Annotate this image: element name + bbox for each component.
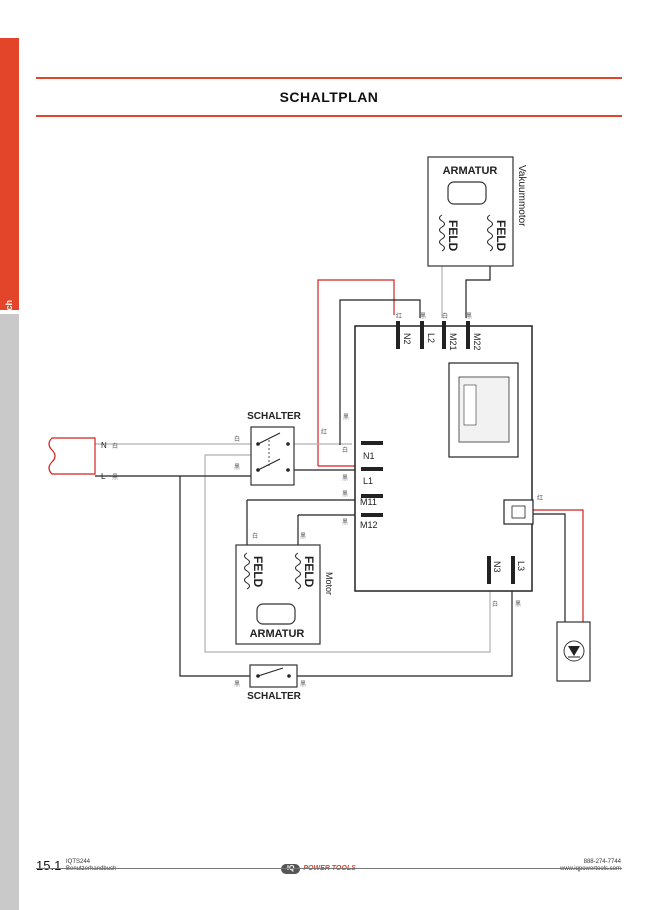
page-title: SCHALTPLAN — [279, 89, 379, 105]
wire-color-tag: 黑 — [342, 519, 348, 526]
chip-marking — [463, 384, 477, 426]
black-wire-l2 — [339, 299, 421, 445]
switch-top-label: SCHALTER — [247, 411, 301, 422]
header-rule-bottom — [36, 115, 622, 117]
switch-bottom-label: SCHALTER — [247, 691, 301, 702]
grey-wire-n3 — [204, 454, 491, 653]
wire-color-tag: 白 — [342, 446, 348, 454]
red-wire-indicator — [533, 509, 584, 622]
main-field-coil-left — [244, 552, 250, 590]
terminal-m12-label: M12 — [360, 520, 378, 530]
wire-color-tag: 黑 — [112, 474, 118, 481]
switch-top-box — [250, 426, 295, 486]
switch-lever — [257, 432, 281, 445]
red-wire-n2 — [317, 279, 395, 466]
black-wire-lower-switch — [179, 476, 250, 677]
main-field-right-label: FELD — [302, 556, 316, 588]
vacuum-field-right-label: FELD — [494, 220, 508, 252]
switch-contact — [286, 442, 290, 446]
main-armature-label: ARMATUR — [250, 628, 305, 640]
vacuum-field-coil-left — [439, 214, 445, 252]
indicator-connector-socket — [511, 505, 526, 519]
black-wire-indicator — [533, 513, 566, 622]
sidebar-strip — [0, 314, 19, 910]
wire-color-tag: 黑 — [466, 313, 472, 320]
terminal-n2-bar — [396, 321, 400, 349]
power-cord — [48, 437, 96, 475]
wire-color-tag: 白 — [234, 435, 240, 443]
switch-contact — [287, 674, 291, 678]
vacuum-armature-icon — [447, 181, 487, 205]
neutral-label: N — [101, 441, 107, 450]
terminal-l3-bar — [511, 556, 515, 584]
indicator-diode — [568, 646, 580, 656]
vacuum-armature-label: ARMATUR — [443, 165, 498, 177]
wire-color-tag: 黑 — [300, 533, 306, 540]
wire-color-tag: 白 — [442, 312, 448, 320]
black-wire-l3 — [297, 588, 513, 677]
wire-color-tag: 黑 — [343, 414, 349, 421]
footer-manual: Benutzerhandbuch — [66, 866, 117, 872]
footer-website[interactable]: www.iqpowertools.com — [559, 866, 621, 872]
wire-color-tag: 红 — [321, 428, 327, 436]
wire-color-tag: 黑 — [234, 464, 240, 471]
terminal-m12-bar — [361, 513, 383, 517]
footer-model-info: IQTS244 Benutzerhandbuch — [66, 859, 116, 873]
terminal-l1-label: L1 — [363, 476, 373, 486]
terminal-m11-bar — [361, 494, 383, 498]
page-number: 15.1 — [36, 858, 62, 873]
terminal-n3-bar — [487, 556, 491, 584]
main-armature-icon — [256, 603, 296, 625]
main-field-coil-right — [295, 552, 301, 590]
terminal-m21-label: M21 — [448, 333, 458, 351]
footer-phone: 888-274-7744 — [583, 859, 621, 865]
wire-color-tag: 红 — [537, 494, 543, 502]
terminal-l2-bar — [420, 321, 424, 349]
vacuum-motor-box — [427, 156, 514, 267]
line-label: L — [101, 472, 106, 481]
footer-rule — [36, 868, 622, 869]
terminal-m11-label: M11 — [360, 497, 377, 507]
main-motor-box — [235, 544, 321, 645]
wire-color-tag: 黑 — [342, 491, 348, 498]
wire-color-tag: 白 — [112, 442, 118, 450]
terminal-l3-label: L3 — [516, 561, 526, 571]
terminal-n1-bar — [361, 441, 383, 445]
terminal-l1-bar — [361, 467, 383, 471]
wire-color-tag: 红 — [396, 312, 402, 320]
header-rule-top — [36, 77, 622, 79]
wire-color-tag: 黑 — [420, 313, 426, 320]
terminal-m22-bar — [466, 321, 470, 349]
terminal-n2-label: N2 — [402, 333, 412, 345]
footer-model: IQTS244 — [66, 859, 91, 865]
vacuum-field-coil-right — [487, 214, 493, 252]
wire-color-tag: 白 — [492, 600, 498, 608]
wire-color-tag: 白 — [252, 532, 258, 540]
terminal-n1-label: N1 — [363, 451, 375, 461]
vacuum-motor-title: Vakuummotor — [516, 165, 527, 227]
language-tab[interactable]: Deutsch — [0, 38, 19, 336]
terminal-m21-bar — [442, 321, 446, 349]
switch-lever — [257, 667, 284, 677]
wire-color-tag: 黑 — [515, 601, 521, 608]
footer-contact: 888-274-7744 www.iqpowertools.com — [560, 859, 621, 873]
terminal-l2-label: L2 — [426, 333, 436, 343]
switch-contact — [286, 468, 290, 472]
terminal-n3-label: N3 — [492, 561, 502, 573]
main-motor-title: Motor — [324, 572, 334, 595]
main-field-left-label: FELD — [251, 556, 265, 588]
terminal-m22-label: M22 — [472, 333, 482, 351]
black-wire-m22 — [465, 260, 491, 318]
wire-color-tag: 黑 — [300, 681, 306, 688]
switch-bottom-box — [249, 664, 298, 688]
wire-color-tag: 黑 — [234, 681, 240, 688]
vacuum-field-left-label: FELD — [446, 220, 460, 252]
wire-color-tag: 黑 — [342, 475, 348, 482]
